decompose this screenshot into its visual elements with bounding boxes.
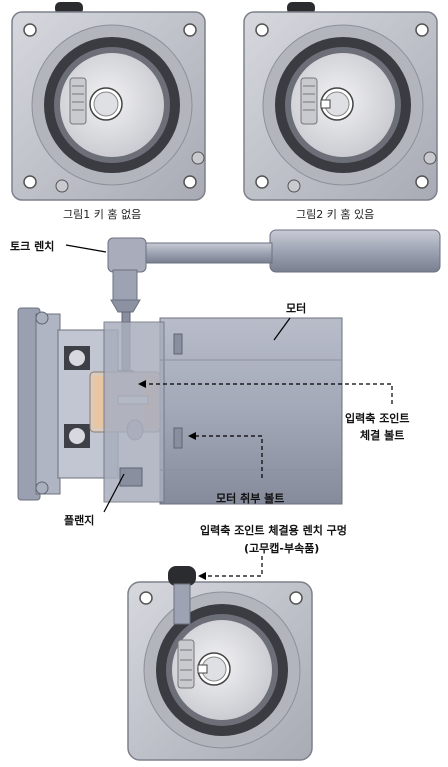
motor-mount-bolt-label: 모터 취부 볼트: [216, 492, 285, 505]
torque-wrench-label: 토크 렌치: [10, 240, 55, 253]
bottom-leader-line: [198, 556, 263, 580]
wrench-hole-label-line2: (고무캡-부속품): [244, 542, 320, 555]
assembly-section: [17, 229, 441, 505]
figure-2-motor-face: [243, 2, 438, 201]
input-joint-bolt-label-line2: 체결 볼트: [360, 429, 405, 442]
bottom-motor-face: [127, 566, 313, 761]
motor-label: 모터: [286, 302, 307, 315]
leader-lines: [65, 244, 393, 513]
input-joint-bolt-label-line1: 입력축 조인트: [345, 412, 410, 425]
figure-1-motor-face: [11, 2, 206, 201]
figure-1-caption: 그림1 키 홈 없음: [63, 208, 142, 221]
wrench-hole-label-line1: 입력축 조인트 체결용 렌치 구멍: [200, 524, 347, 537]
flange-label: 플랜지: [64, 514, 95, 527]
figure-2-caption: 그림2 키 홈 있음: [296, 208, 375, 221]
